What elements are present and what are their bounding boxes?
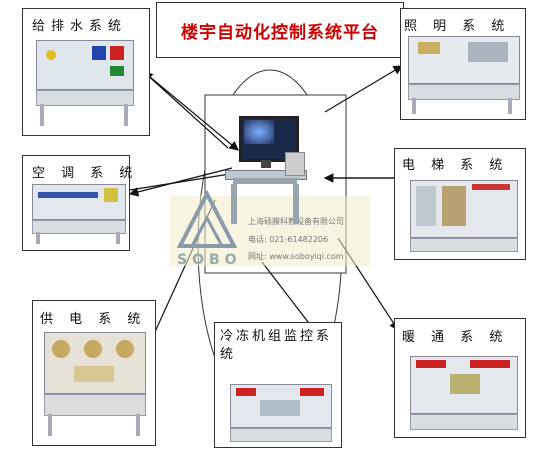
chiller-system-label: 冷冻机组监控系统 [220,329,333,362]
page-title: 楼宇自动化控制系统平台 [156,2,404,58]
central-workstation [225,112,325,232]
lighting-system-label: 照 明 系 统 [404,19,511,34]
hvac-system-label: 空 调 系 统 [32,166,139,181]
water-system-panel [36,40,134,128]
watermark-phone: 电话: 021-61482206 [248,235,329,244]
watermark-web: 网址: www.soboyiqi.com [248,252,344,261]
elevator-system-panel [410,180,518,254]
heating-system-label: 暖 通 系 统 [402,330,509,345]
water-system-label: 给排水系统 [32,19,128,34]
power-system-panel [44,332,146,438]
lighting-system-panel [408,36,520,116]
elevator-system-label: 电 梯 系 统 [402,158,509,173]
chiller-system-panel [230,384,332,442]
power-system-label: 供 电 系 统 [40,312,147,327]
heating-system-panel [410,356,518,432]
hvac-system-panel [32,184,126,246]
watermark-logo: SOBO [177,252,242,268]
logo-icon [176,189,238,248]
watermark-area [170,196,370,266]
